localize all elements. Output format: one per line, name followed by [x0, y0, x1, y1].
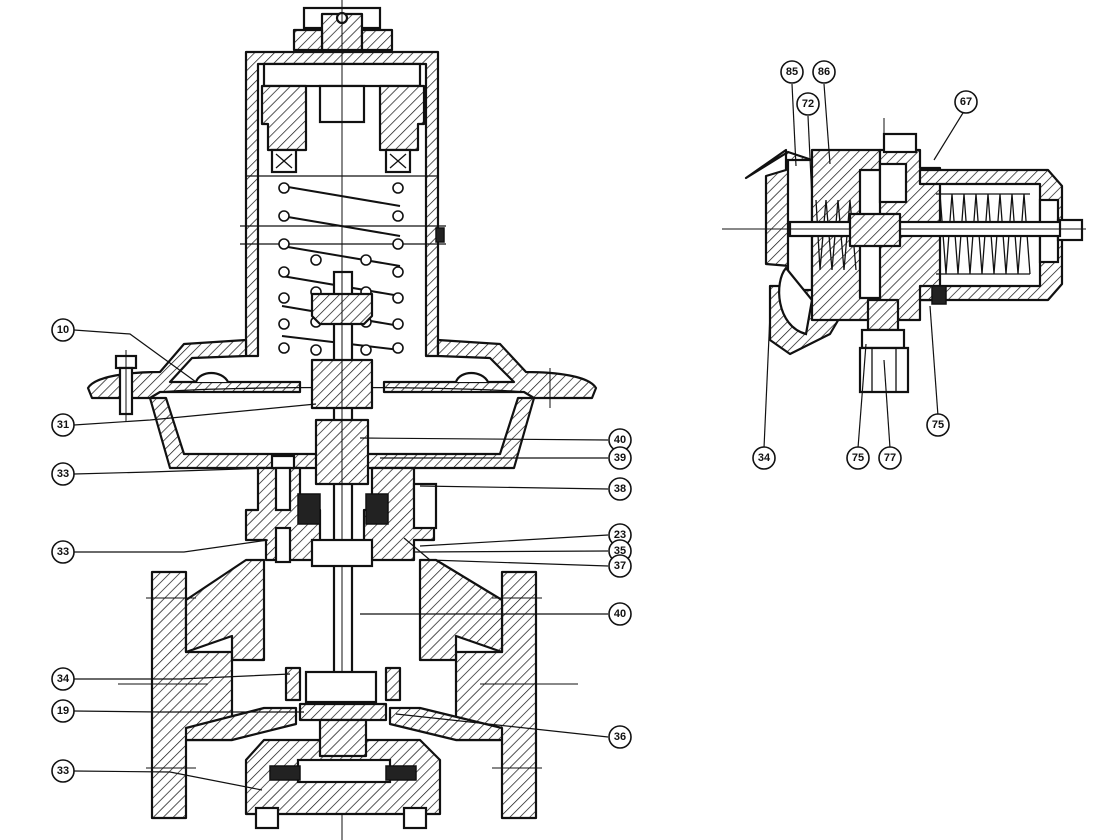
pilot-assembly [722, 83, 1086, 449]
callout-67: 67 [954, 90, 978, 114]
middle-flange [244, 454, 438, 568]
svg-text:38: 38 [614, 483, 626, 495]
svg-text:36: 36 [614, 731, 626, 743]
callout-10: 10 [51, 318, 75, 342]
svg-text:40: 40 [614, 608, 626, 620]
callout-33-middle: 33 [51, 540, 75, 564]
svg-text:33: 33 [57, 468, 69, 480]
callout-72: 72 [796, 92, 820, 116]
svg-text:10: 10 [57, 324, 69, 336]
callout-38: 38 [608, 477, 632, 501]
svg-text:67: 67 [960, 96, 972, 108]
svg-text:19: 19 [57, 705, 69, 717]
adjusting-cap [292, 6, 394, 52]
callout-19: 19 [51, 699, 75, 723]
callout-40-lower: 40 [608, 602, 632, 626]
main-spring [278, 182, 404, 356]
callout-37: 37 [608, 554, 632, 578]
svg-text:23: 23 [614, 529, 626, 541]
callout-77: 77 [878, 446, 902, 470]
stem-assembly [310, 0, 374, 840]
svg-text:40: 40 [614, 434, 626, 446]
svg-text:37: 37 [614, 560, 626, 572]
svg-text:33: 33 [57, 765, 69, 777]
callout-33-lower: 33 [51, 759, 75, 783]
leader-lines-left [73, 329, 609, 791]
callout-34-pilot: 34 [752, 446, 776, 470]
callout-86: 86 [812, 60, 836, 84]
main-regulator [73, 0, 609, 840]
callout-34: 34 [51, 667, 75, 691]
callout-75-left: 75 [846, 446, 870, 470]
svg-text:34: 34 [758, 452, 771, 464]
svg-text:85: 85 [786, 66, 798, 78]
callout-33-upper: 33 [51, 462, 75, 486]
svg-text:33: 33 [57, 546, 69, 558]
callout-31: 31 [51, 413, 75, 437]
callout-36: 36 [608, 725, 632, 749]
callout-75-right: 75 [926, 413, 950, 437]
svg-text:39: 39 [614, 452, 626, 464]
svg-text:86: 86 [818, 66, 830, 78]
svg-text:75: 75 [852, 452, 864, 464]
callout-39: 39 [608, 446, 632, 470]
svg-text:35: 35 [614, 545, 626, 557]
svg-text:34: 34 [57, 673, 70, 685]
svg-text:31: 31 [57, 419, 69, 431]
valve-body [118, 558, 578, 830]
callout-85: 85 [780, 60, 804, 84]
svg-text:75: 75 [932, 419, 944, 431]
svg-text:72: 72 [802, 98, 814, 110]
svg-text:77: 77 [884, 452, 896, 464]
